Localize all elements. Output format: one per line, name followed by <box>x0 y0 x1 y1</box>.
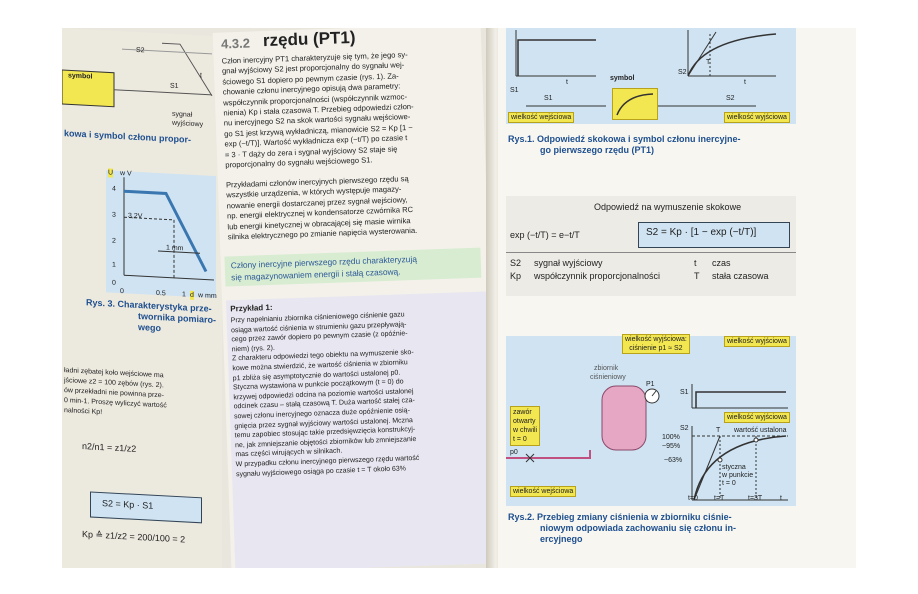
fig2-valve-line: t = 0 <box>513 436 527 443</box>
fig2-valve-line: otwarty <box>513 418 536 425</box>
heading-number: 4.3.2 <box>220 35 251 52</box>
fig1-t: t <box>566 79 568 86</box>
formula-box-title: Odpowiedź na wymuszenie skokowe <box>594 202 742 212</box>
signal-out-label: sygnał wyjściowy <box>172 110 204 129</box>
graph-ytick: 0 <box>112 279 116 287</box>
fig2-xtick: t=3T <box>748 495 763 502</box>
graph-xunit: w mm <box>198 292 217 301</box>
graph-u-label: U <box>108 168 114 178</box>
graph-ytick: 2 <box>112 237 116 245</box>
fig1-s2b: S2 <box>726 95 735 102</box>
fig2-caption: ercyjnego <box>540 534 583 544</box>
formula-highlight <box>638 222 790 248</box>
paragraph-1: Człon inercyjny PT1 charakteryzuje się t… <box>221 50 415 171</box>
fig2-top-label-line: wielkość wyjściowa: <box>625 336 687 343</box>
graph-xtick: 0 <box>120 288 124 296</box>
legend-desc: czas <box>712 258 731 268</box>
fig1-caption: go pierwszego rzędu (PT1) <box>540 145 655 155</box>
legend-desc: sygnał wyjściowy <box>534 258 603 268</box>
fig1-s1b: S1 <box>544 95 553 102</box>
left-page: symbol S2 S1 t sygnał wyjściowy kowa i s… <box>62 28 222 568</box>
example-text: Przy napełnianiu zbiornika ciśnieniowego… <box>231 310 420 479</box>
formula-divider <box>506 252 796 253</box>
fig2-out-label: wielkość wyjściowa <box>724 336 790 347</box>
fig2-xtick: t=0 <box>688 495 698 502</box>
graph-annot-32: 3,2V <box>128 212 143 221</box>
middle-page: 4.3.2 rzędu (PT1) Człon inercyjny PT1 ch… <box>212 28 500 568</box>
fig2-caption: niowym odpowiada zachowaniu się członu i… <box>540 523 737 533</box>
fig2-tank-label: ciśnieniowy <box>590 374 626 381</box>
graph-ytick: 3 <box>112 211 116 219</box>
fig2-top-label-line: ciśnienie p1 ≈ S2 <box>629 345 683 352</box>
fig2-s1: S1 <box>680 389 689 396</box>
graph-annot-1mm: 1 mm <box>166 244 184 253</box>
paragraph-2: Przykładami członów inercyjnych pierwsze… <box>226 174 418 243</box>
fig1-input-label: wielkość wejściowa <box>508 112 575 123</box>
legend-sym: S2 <box>510 258 522 268</box>
graph-xtick: 0.5 <box>156 289 166 298</box>
fig1-output-label: wielkość wyjściowa <box>724 112 790 123</box>
fig1-symbol-box <box>612 88 658 120</box>
left-text-line: nalności Kp! <box>64 407 103 417</box>
fig2-s2: S2 <box>680 425 689 432</box>
fig2-caption: Rys.2. Przebieg zmiany ciśnienia w zbior… <box>508 512 732 522</box>
formula-exp: exp (−t/T) = e−t/T <box>510 230 580 240</box>
graph-d-label: d <box>190 290 194 300</box>
graph-xtick: 1 <box>182 291 186 299</box>
equation-1: n2/n1 = z1/z2 <box>82 441 137 454</box>
fig2-p1: P1 <box>646 381 655 388</box>
fig2-valve-line: w chwili <box>513 427 538 434</box>
fig1-diagram <box>515 30 777 107</box>
fig2-steady: wartość ustalona <box>734 427 787 434</box>
fig2-valve-line: zawór <box>513 409 532 416</box>
fig1-symbol: symbol <box>610 75 635 82</box>
fig2-tangent-line: styczna <box>722 464 746 471</box>
graph-ytick: 1 <box>112 261 116 269</box>
fig2-in-label: wielkość wejściowa <box>510 486 577 497</box>
graph-unit-label: w V <box>120 170 132 178</box>
fig1-s2: S2 <box>678 69 687 76</box>
rys3-caption-line: wego <box>138 321 162 334</box>
left-symbol-diagram <box>62 42 213 108</box>
section-heading: rzędu (PT1) <box>262 28 356 51</box>
fig2-top-label: wielkość wyjściowa: ciśnienie p1 ≈ S2 <box>622 334 690 354</box>
s2-label: S2 <box>136 46 145 55</box>
fig2-xtick: t=T <box>714 495 725 502</box>
graph-ytick: 4 <box>112 185 116 193</box>
formula-main: S2 = Kp · [1 − exp (−t/T)] <box>646 227 757 238</box>
legend-sym: T <box>694 271 700 281</box>
t-label: t <box>200 72 202 80</box>
highlight-box: Człony inercyjne pierwszego rzędu charak… <box>224 247 482 287</box>
equation-2: Kp ≙ z1/z2 = 200/100 = 2 <box>82 529 186 545</box>
fig2-tank-label: zbiornik <box>594 365 619 372</box>
fig2-out-label-2: wielkość wyjściowa <box>724 412 790 423</box>
fig2-T: T <box>716 427 721 434</box>
book-photo: symbol S2 S1 t sygnał wyjściowy kowa i s… <box>62 28 856 568</box>
fig2-tangent-line: w punkcie <box>722 472 754 479</box>
fig2-valve-label: zawór otwarty w chwili t = 0 <box>510 406 541 446</box>
legend-desc: współczynnik proporcjonalności <box>534 271 661 281</box>
legend-desc: stała czasowa <box>712 271 769 281</box>
fig2-diagram <box>506 384 788 501</box>
legend-sym: Kp <box>510 271 522 281</box>
legend-sym: t <box>694 258 697 268</box>
fig1-caption: Rys.1. Odpowiedź skokowa i symbol członu… <box>508 134 741 144</box>
fig2-p0: p0 <box>510 449 518 456</box>
converter-graph <box>123 177 214 281</box>
fig1-s1: S1 <box>510 87 519 94</box>
fig2-xtick: t <box>780 495 782 502</box>
fig2-pct: ~95% <box>662 443 681 450</box>
symbol-label: symbol <box>68 72 93 81</box>
right-page: S1 t S2 T t symbol S1 S2 wielkość wejści… <box>498 28 856 568</box>
fig1-t2: t <box>744 79 746 86</box>
fig2-tangent-line: t = 0 <box>722 480 736 487</box>
fig2-pct: ~63% <box>664 457 683 464</box>
example-title: Przykład 1: <box>230 302 273 314</box>
fig1-T: T <box>706 59 711 66</box>
s1-label: S1 <box>170 82 179 91</box>
fig2-tangent-label: styczna w punkcie t = 0 <box>722 464 753 488</box>
fig2-pct: 100% <box>662 434 680 441</box>
